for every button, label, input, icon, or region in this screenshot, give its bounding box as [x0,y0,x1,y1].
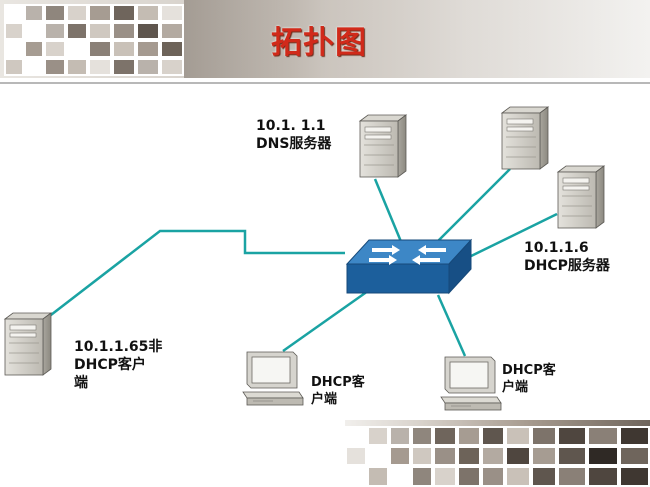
footer-tile [367,446,389,466]
dhcp-server-label: 10.1.1.6 DHCP服务器 [524,240,610,274]
link-dhcp-client-1 [282,289,369,353]
dns-server-icon [359,114,407,178]
banner-tile [4,58,24,76]
footer-tile [433,426,457,446]
link-dns-server [373,178,404,245]
footer-tile [457,446,481,466]
dns-server-label: 10.1. 1.1 DNS服务器 [256,118,332,152]
banner-tile [136,22,160,40]
footer-tile [557,446,587,466]
footer-tile [531,466,557,487]
footer-tile [389,466,411,487]
footer-tile [433,466,457,487]
footer-tile [345,466,367,487]
top-server-icon [501,106,549,170]
banner-tile [66,58,88,76]
banner-tile [160,40,184,58]
banner-tile [160,4,184,22]
banner-tile [88,4,112,22]
banner-tile [4,22,24,40]
link-top-server [431,168,511,248]
non-dhcp-client-server-icon [4,312,52,376]
footer-tile [367,466,389,487]
footer-tile [619,466,650,487]
banner-tile [160,58,184,76]
banner-tile [88,22,112,40]
header-divider [0,82,650,84]
footer-tile [505,446,531,466]
page-title: 拓扑图 [271,25,367,61]
footer-tile [481,426,505,446]
banner-tile [24,58,44,76]
footer-tile [411,466,433,487]
banner-tile [24,4,44,22]
banner-tile [136,40,160,58]
dhcp-client-1-pc-icon [242,351,304,406]
link-dhcp-client-2 [436,294,467,357]
banner-tile [4,4,24,22]
footer-tile [433,446,457,466]
dhcp-client-2-label: DHCP客 户端 [502,363,556,395]
banner-tile [24,40,44,58]
footer-tile [531,426,557,446]
link-dhcp-server [464,212,558,261]
banner-tile [44,22,66,40]
footer-photo-strip [345,420,650,487]
footer-tile [505,426,531,446]
banner-tile [136,4,160,22]
banner-tile [112,4,136,22]
footer-tile [587,466,619,487]
footer-tile [389,446,411,466]
footer-tile [587,446,619,466]
banner-tile [136,58,160,76]
banner-tile [24,22,44,40]
footer-tile [557,426,587,446]
banner-tile [66,40,88,58]
banner-tile [66,22,88,40]
footer-tile [619,426,650,446]
banner-tile [88,40,112,58]
footer-tile [619,446,650,466]
footer-tile [389,426,411,446]
footer-tile [505,466,531,487]
footer-tile [557,466,587,487]
footer-tile [345,446,367,466]
footer-tile [481,446,505,466]
footer-tile [531,446,557,466]
network-switch-icon [345,238,473,295]
network-links [46,168,558,357]
banner-tile [160,22,184,40]
footer-tile [411,426,433,446]
footer-tile [411,446,433,466]
footer-tile [457,426,481,446]
banner-tile [112,22,136,40]
banner-tile [88,58,112,76]
banner-photo-blend [184,0,650,78]
banner-tile [112,40,136,58]
footer-tile [587,426,619,446]
footer-tile [457,466,481,487]
footer-tile [345,426,367,446]
link-non-dhcp-client [46,229,345,319]
banner-tile [66,4,88,22]
banner-tile [4,40,24,58]
footer-tile [367,426,389,446]
banner-tile [44,4,66,22]
dhcp-client-2-pc-icon [440,356,502,411]
banner-tile [44,58,66,76]
dhcp-server-icon [557,165,605,229]
header-banner: 拓扑图 [0,0,650,78]
banner-tile [112,58,136,76]
dhcp-client-1-label: DHCP客 户端 [311,375,365,407]
footer-tile [481,466,505,487]
non-dhcp-client-label: 10.1.1.65非 DHCP客户 端 [74,339,163,391]
banner-tile [44,40,66,58]
